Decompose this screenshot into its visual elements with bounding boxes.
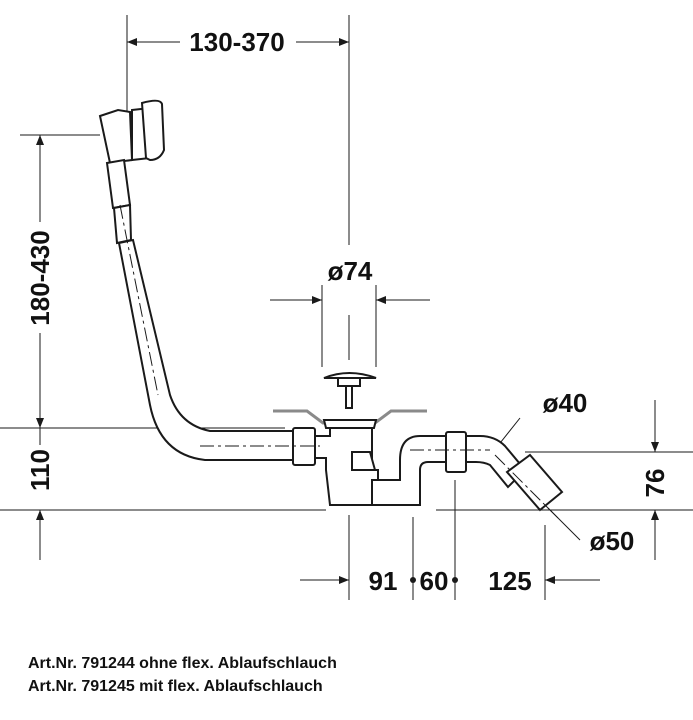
popup-plug — [323, 372, 377, 409]
dim-drain-diameter: ø74 — [328, 256, 373, 286]
connector-nut — [112, 203, 133, 245]
caption-article-1: Art.Nr. 791244 ohne flex. Ablaufschlauch — [28, 655, 337, 672]
dimension-dot — [452, 577, 458, 583]
outlet-nut — [445, 431, 467, 473]
caption-article-2: Art.Nr. 791245 mit flex. Ablaufschlauch — [28, 678, 323, 695]
dim-drain-height: 110 — [25, 449, 55, 491]
dim-outlet-40: ø40 — [543, 388, 588, 418]
outlet-pipe — [505, 453, 564, 512]
drain-clip — [351, 451, 377, 471]
bath-waste-assembly — [98, 99, 564, 512]
dimension-lines — [0, 15, 693, 600]
centerlines — [119, 204, 561, 521]
dim-60: 60 — [420, 566, 449, 596]
overflow-pipe — [117, 238, 294, 461]
dim-overflow-height: 180-430 — [25, 230, 55, 325]
dim-91: 91 — [369, 566, 398, 596]
dim-outlet-height: 76 — [640, 469, 670, 498]
trap-elbow — [371, 435, 447, 506]
dim-overflow-offset: 130-370 — [189, 27, 284, 57]
dimension-dot — [410, 577, 416, 583]
dim-125: 125 — [488, 566, 531, 596]
dim-outlet-50: ø50 — [590, 526, 635, 556]
overflow-housing — [98, 108, 134, 165]
overflow-cover — [140, 99, 166, 162]
